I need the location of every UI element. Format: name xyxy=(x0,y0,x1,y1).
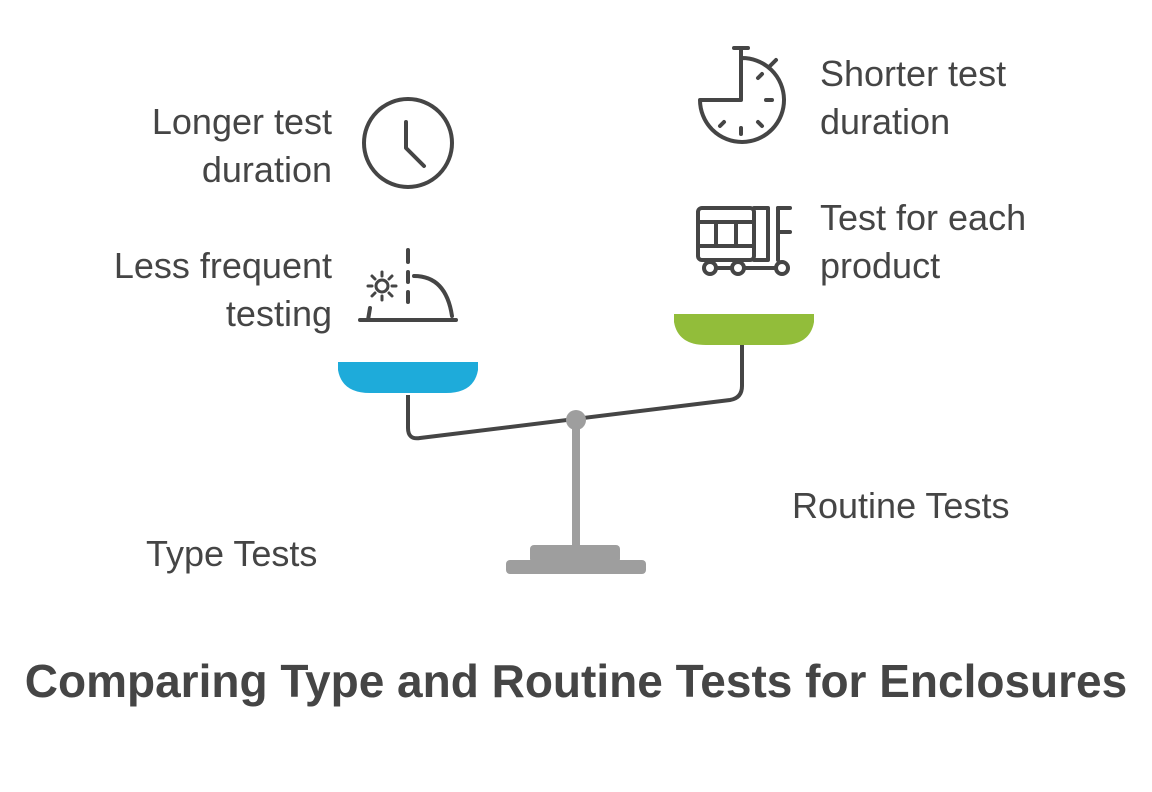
test-each-line2: product xyxy=(820,245,941,286)
type-tests-label: Type Tests xyxy=(146,533,318,574)
less-frequent-line1: Less frequent xyxy=(113,245,332,286)
clock-icon xyxy=(362,97,454,189)
stopwatch-icon xyxy=(698,46,786,144)
shorter-test-line2: duration xyxy=(820,101,951,142)
longer-test-duration-label: Longer test duration xyxy=(152,98,332,194)
less-frequent-testing-label: Less frequent testing xyxy=(114,242,332,338)
longer-test-line2: duration xyxy=(201,149,332,190)
routine-tests-label: Routine Tests xyxy=(792,485,1010,526)
test-each-product-label: Test for each product xyxy=(820,194,1026,290)
right-pan xyxy=(674,314,814,345)
left-pan xyxy=(338,362,478,393)
scale-pivot xyxy=(566,410,586,430)
scale-pillar xyxy=(572,420,580,550)
production-line-icon xyxy=(696,206,792,276)
shorter-test-duration-label: Shorter test duration xyxy=(820,50,1006,146)
test-each-line1: Test for each xyxy=(820,197,1027,238)
shorter-test-line1: Shorter test xyxy=(820,53,1007,94)
scale-base-bottom xyxy=(506,560,646,574)
less-frequent-line2: testing xyxy=(225,293,332,334)
longer-test-line1: Longer test xyxy=(151,101,332,142)
scale-base-top xyxy=(530,545,620,563)
sunset-icon xyxy=(358,248,458,322)
diagram-title: Comparing Type and Routine Tests for Enc… xyxy=(24,655,1128,707)
